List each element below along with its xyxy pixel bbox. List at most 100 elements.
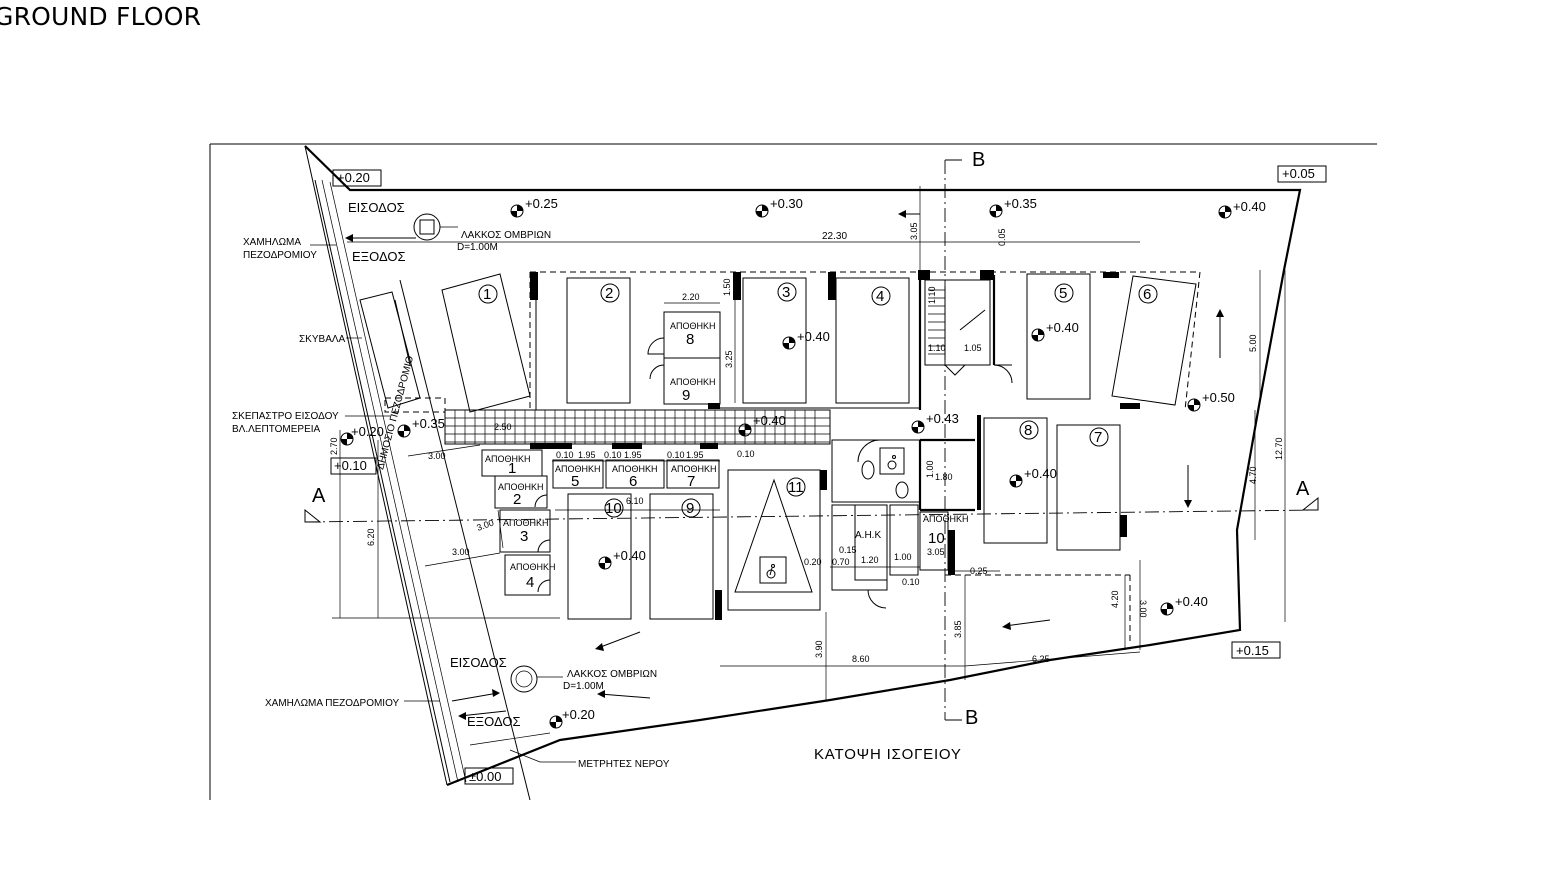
dimension-text: 6.25 xyxy=(1032,654,1050,664)
accessible-parking xyxy=(727,469,821,611)
dimension-text: 0.25 xyxy=(970,566,988,576)
level-value: +0.35 xyxy=(1004,196,1037,211)
storage-number: 8 xyxy=(686,331,694,348)
dimension-text: 12.70 xyxy=(1274,437,1284,460)
entrance-top-label: ΕΙΣΟΔΟΣ xyxy=(348,200,405,215)
entrance-ramp xyxy=(359,291,421,409)
level-box-2: +0.05 xyxy=(1282,166,1315,181)
section-b-top: B xyxy=(972,149,985,171)
dimension-text: 1.00 xyxy=(925,460,935,478)
parking-number: 9 xyxy=(686,500,694,517)
curb-lowering-top-1: ΧΑΜΗΛΩΜΑ xyxy=(243,237,301,248)
exit-top-label: ΕΞΟΔΟΣ xyxy=(352,249,406,264)
parking-number: 3 xyxy=(782,284,790,301)
traffic-arrows xyxy=(345,210,1224,720)
parking-number: 6 xyxy=(1143,286,1151,303)
dimension-text: 0.15 xyxy=(839,545,857,555)
parking-number: 2 xyxy=(605,285,613,302)
dimension-text: 3.90 xyxy=(814,640,824,658)
details-label: ΒΛ.ΛΕΠΤΟΜΕΡΕΙΑ xyxy=(232,424,321,435)
dimension-text: 2.70 xyxy=(329,437,339,455)
dimension-text: 3.25 xyxy=(724,350,734,368)
storage-number: 10 xyxy=(928,530,945,547)
water-meters-label: ΜΕΤΡΗΤΕΣ ΝΕΡΟΥ xyxy=(578,759,670,770)
parking-number: 10 xyxy=(605,500,622,517)
storage-rooms xyxy=(481,311,949,596)
exit-bottom-label: ΕΞΟΔΟΣ xyxy=(467,714,521,729)
walls xyxy=(530,270,1140,620)
level-value: +0.40 xyxy=(797,329,830,344)
storage-label: ΑΠΟΘΗΚΗ xyxy=(555,464,601,474)
parking-number: 8 xyxy=(1024,422,1032,439)
dimension-text: 1.50 xyxy=(722,278,732,296)
curb-lowering-top-2: ΠΕΖΟΔΡΟΜΙΟΥ xyxy=(243,250,317,261)
dimension-text: 8.60 xyxy=(852,654,870,664)
dimension-text: 3.00 xyxy=(428,451,446,461)
level-value: +0.50 xyxy=(1202,390,1235,405)
stair-core xyxy=(924,279,1013,384)
drain-bottom-diameter: D=1.00M xyxy=(563,681,604,692)
level-value: +0.20 xyxy=(562,707,595,722)
parking-slots xyxy=(441,273,1197,620)
dimension-text: 0.10 xyxy=(667,450,685,460)
drain-bottom-label: ΛΑΚΚΟΣ ΟΜΒΡΙΩΝ xyxy=(567,669,657,680)
section-lines xyxy=(304,159,1319,721)
dimension-text: 0.20 xyxy=(804,557,822,567)
level-markers xyxy=(340,204,1232,729)
dimension-text: 1.95 xyxy=(624,450,642,460)
dimension-text: 4.70 xyxy=(1248,466,1258,484)
site-boundary xyxy=(304,145,1302,801)
drain-top-diameter: D=1.00M xyxy=(457,242,498,253)
dimension-text: 6.20 xyxy=(366,528,376,546)
dimension-text: 0.70 xyxy=(832,557,850,567)
dimension-text: 1.95 xyxy=(578,450,596,460)
storage-number: 2 xyxy=(513,491,521,508)
storage-label: ΑΠΟΘΗΚΗ xyxy=(498,482,544,492)
dimension-text: 4.20 xyxy=(1110,590,1120,608)
level-value: +0.30 xyxy=(770,196,803,211)
curb-lowering-bottom: ΧΑΜΗΛΩΜΑ ΠΕΖΟΔΡΟΜΙΟΥ xyxy=(265,698,400,709)
dimension-text: 1.00 xyxy=(894,552,912,562)
level-box-1: +0.20 xyxy=(337,170,370,185)
parking-number: 5 xyxy=(1059,285,1067,302)
canopy-label: ΣΚΕΠΑΣΤΡΟ ΕΙΣΟΔΟΥ xyxy=(232,411,339,422)
level-value: +0.40 xyxy=(753,413,786,428)
level-value: +0.40 xyxy=(613,548,646,563)
section-a-left: A xyxy=(312,485,326,507)
storage-number: 7 xyxy=(687,473,695,490)
plan-caption: ΚΑΤΟΨΗ ΙΣΟΓΕΙΟΥ xyxy=(814,746,962,763)
dimension-text: 22.30 xyxy=(822,231,847,242)
parking-number: 11 xyxy=(788,479,804,496)
parking-number: 4 xyxy=(876,288,884,305)
dimension-text: 0.10 xyxy=(737,449,755,459)
storage-label: ΑΠΟΘΗΚΗ xyxy=(671,464,717,474)
dimension-text: 3.05 xyxy=(909,222,919,240)
storage-number: 1 xyxy=(508,460,516,477)
dimension-text: 1.80 xyxy=(935,472,953,482)
level-value: +0.35 xyxy=(412,416,445,431)
level-value: +0.40 xyxy=(1233,199,1266,214)
dimension-text: 3.00 xyxy=(452,547,470,557)
dimension-text: 1.20 xyxy=(861,555,879,565)
parking-number-circles xyxy=(478,282,1158,518)
dimension-text: 1.10 xyxy=(928,343,946,353)
storage-labels: ΑΠΟΘΗΚΗ 8 ΑΠΟΘΗΚΗ 9 ΑΠΟΘΗΚΗ 5 ΑΠΟΘΗΚΗ 6 … xyxy=(485,321,969,591)
storage-label: ΑΠΟΘΗΚΗ xyxy=(612,464,658,474)
dimension-text: 5.00 xyxy=(1248,334,1258,352)
drain-top-label: ΛΑΚΚΟΣ ΟΜΒΡΙΩΝ xyxy=(461,230,551,241)
dimension-text: 2.50 xyxy=(494,422,512,432)
storage-label: ΑΠΟΘΗΚΗ xyxy=(485,454,531,464)
dimension-lines xyxy=(310,186,1286,763)
storage-number: 4 xyxy=(526,574,534,591)
storage-label: ΑΠΟΘΗΚΗ xyxy=(923,514,969,524)
level-value: +0.43 xyxy=(926,411,959,426)
dimension-text: 0.10 xyxy=(604,450,622,460)
dimension-text: 3.00 xyxy=(1138,600,1148,618)
accessible-wc xyxy=(831,439,921,609)
dimension-text: 1.05 xyxy=(964,343,982,353)
page-title: GROUND FLOOR xyxy=(0,2,202,31)
parking-number: 1 xyxy=(483,286,491,303)
boxed-levels: +0.20 +0.05 +0.10 +0.15 ±0.00 xyxy=(334,166,1315,784)
storage-label: ΑΠΟΘΗΚΗ xyxy=(510,562,556,572)
